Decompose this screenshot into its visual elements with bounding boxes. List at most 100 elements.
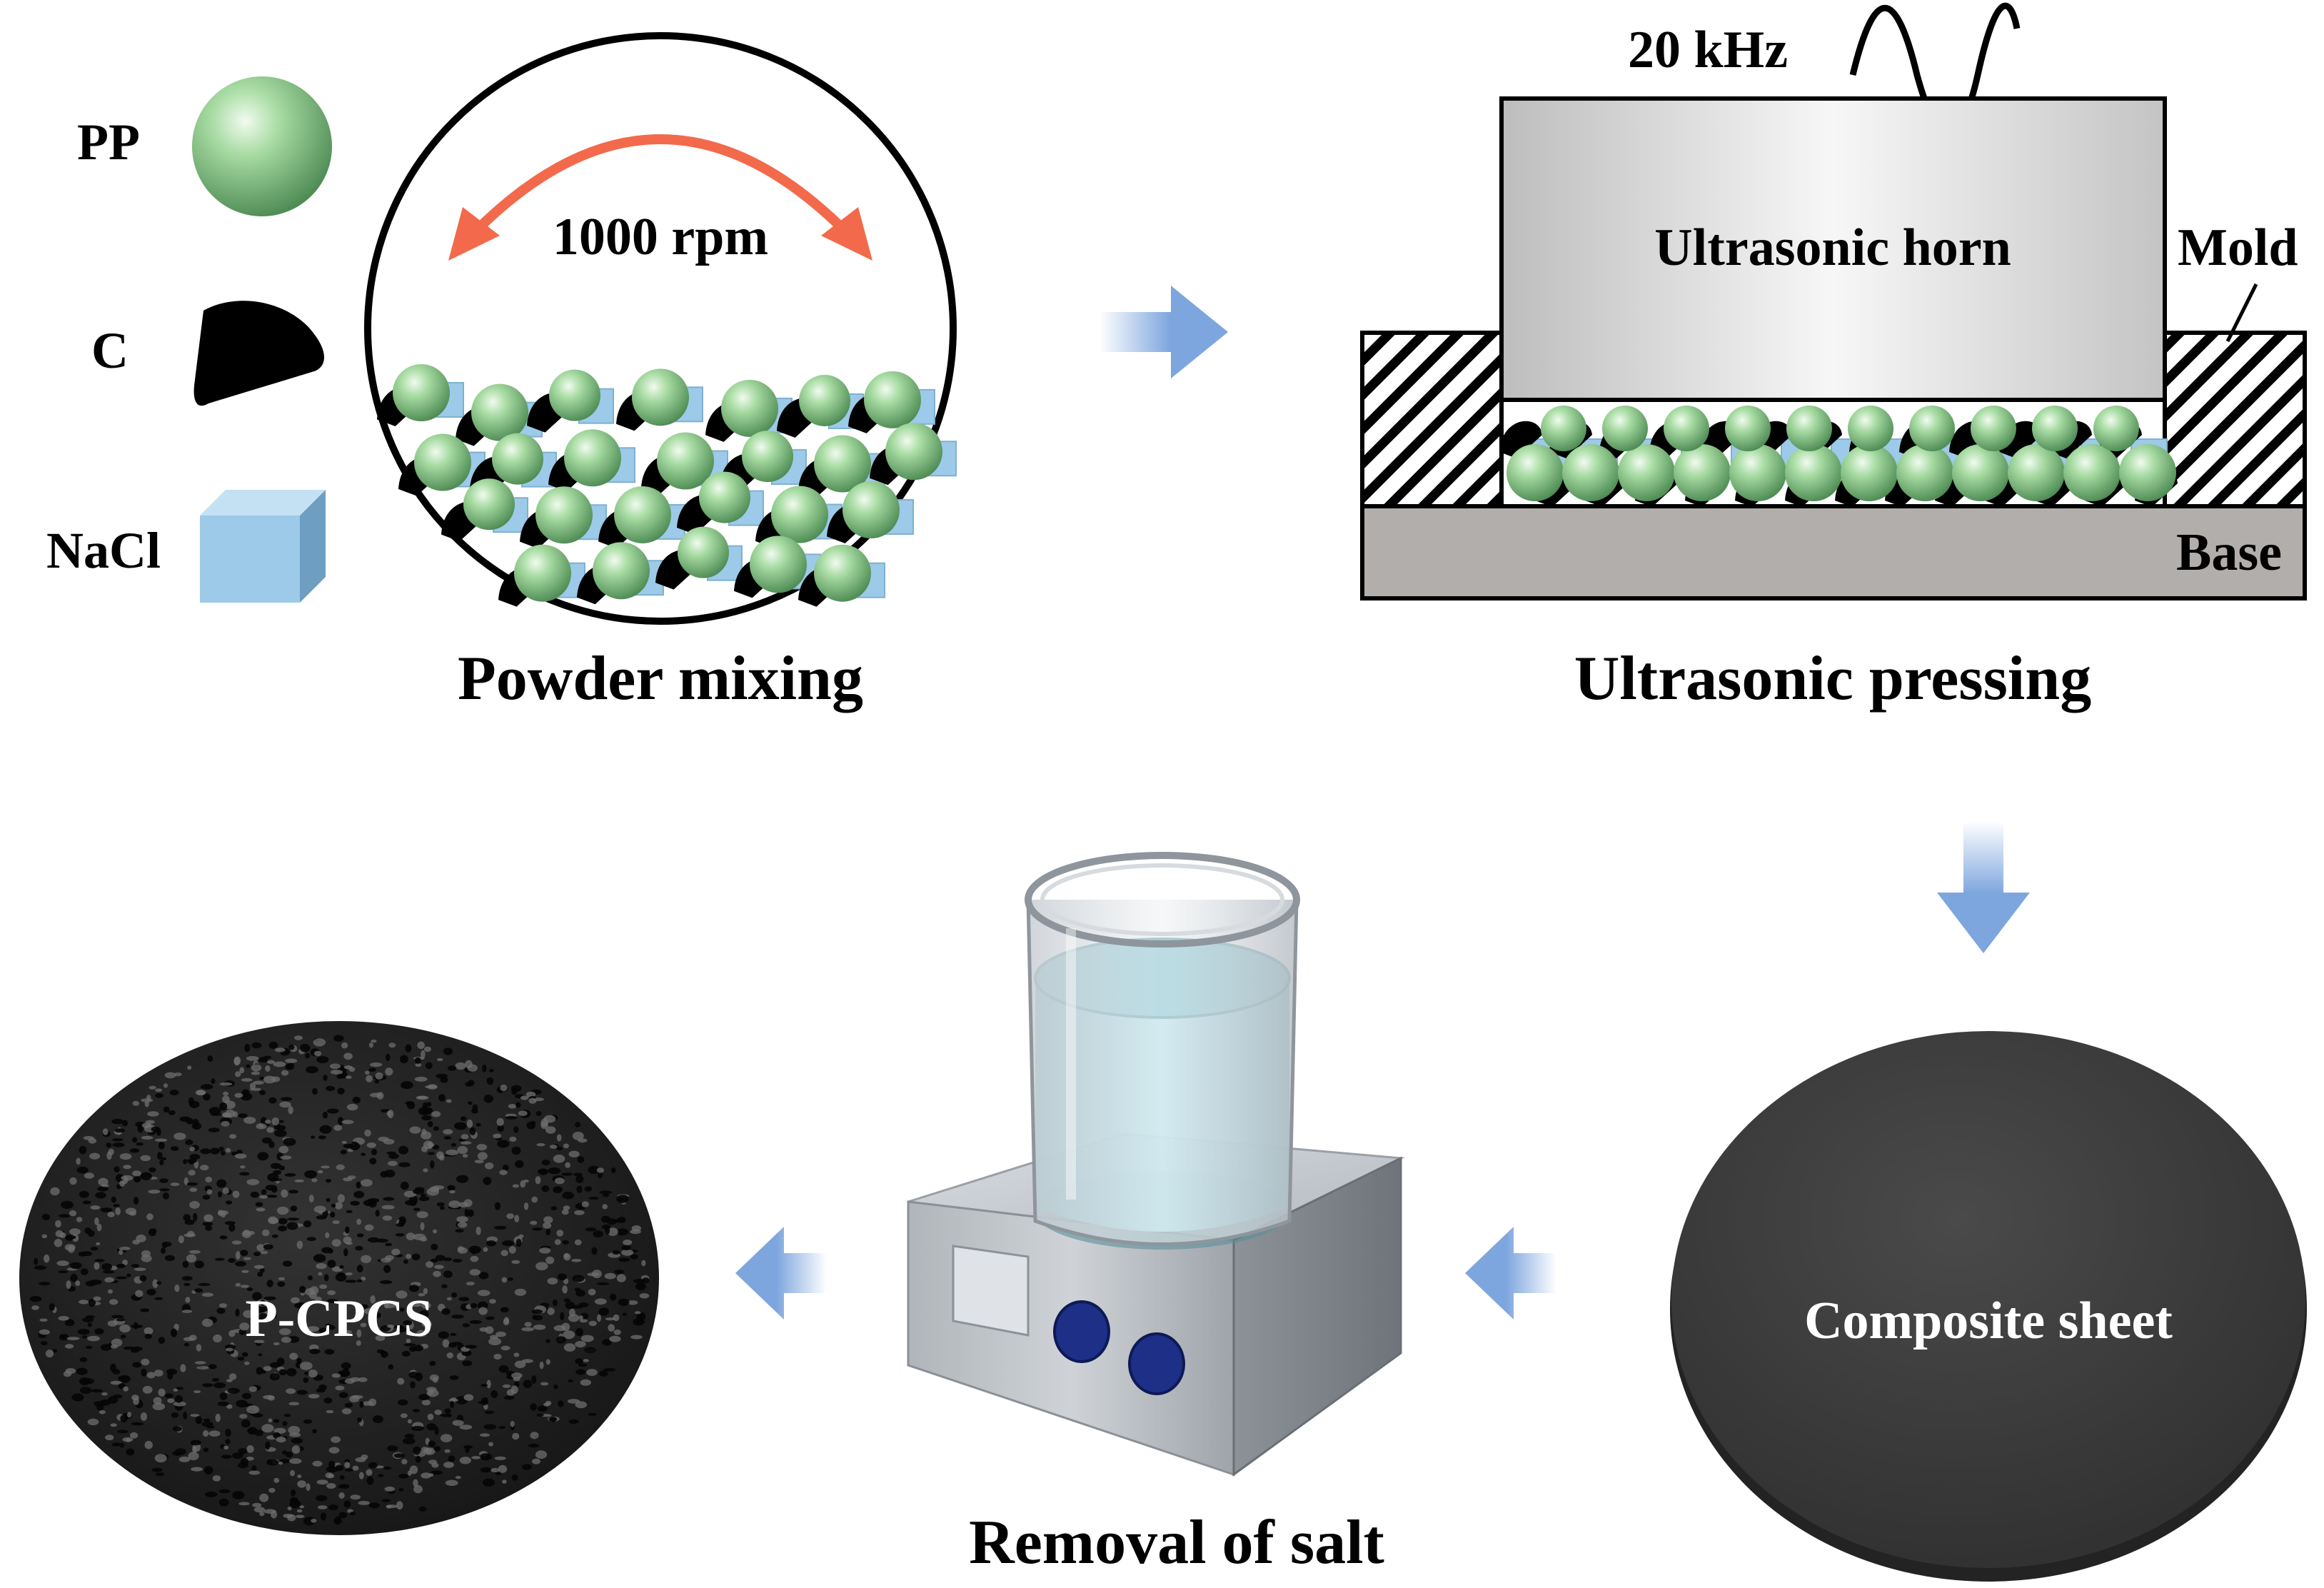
pore <box>306 1237 316 1242</box>
ultrasonic-horn <box>1499 96 2167 402</box>
pore <box>457 1222 468 1228</box>
pore <box>291 1489 296 1497</box>
pore <box>266 1127 274 1133</box>
pore <box>550 1206 557 1211</box>
pore <box>259 1267 265 1273</box>
pore <box>108 1148 114 1155</box>
pore <box>300 1043 311 1052</box>
pore <box>259 1300 266 1306</box>
pore <box>483 1247 488 1252</box>
pore <box>91 1389 103 1393</box>
pore <box>189 1154 201 1160</box>
pore <box>409 1126 421 1134</box>
pore <box>588 1320 597 1327</box>
pore <box>501 1277 508 1283</box>
pore <box>112 1138 124 1142</box>
pore <box>615 1228 629 1236</box>
pore <box>398 1399 408 1406</box>
pore <box>545 1359 550 1365</box>
pore <box>241 1419 251 1428</box>
pore <box>440 1077 448 1083</box>
pore <box>350 1494 361 1500</box>
pore <box>306 1066 318 1074</box>
pore <box>247 1230 255 1235</box>
pore <box>469 1127 476 1135</box>
pore <box>474 1160 484 1164</box>
pore <box>550 1417 557 1422</box>
pore <box>502 1240 514 1247</box>
pore <box>266 1060 276 1064</box>
pore <box>331 1373 341 1378</box>
pore <box>313 1050 322 1057</box>
pore <box>316 1479 328 1485</box>
pore <box>493 1354 502 1360</box>
pore <box>554 1239 561 1245</box>
pore <box>356 1340 361 1346</box>
pore <box>578 1363 588 1367</box>
pore <box>203 1214 213 1222</box>
pore <box>232 1190 240 1198</box>
pore <box>368 1502 380 1509</box>
pore <box>528 1097 537 1104</box>
pore <box>545 1339 550 1344</box>
pore <box>158 1388 166 1397</box>
pore <box>396 1326 407 1333</box>
pore <box>323 1397 333 1404</box>
ultrasonic-pressing-caption: Ultrasonic pressing <box>1574 644 2092 713</box>
pp-particle <box>1562 444 1619 501</box>
pore <box>183 1159 188 1165</box>
pore <box>479 1433 491 1437</box>
pore <box>273 1477 280 1483</box>
pore <box>225 1109 236 1118</box>
pore <box>115 1128 125 1133</box>
pore <box>139 1275 147 1282</box>
pore <box>317 1170 323 1174</box>
pore <box>144 1440 153 1449</box>
pore <box>361 1152 366 1156</box>
pore <box>575 1340 586 1348</box>
pore <box>66 1337 80 1340</box>
pore <box>256 1123 267 1130</box>
pore <box>466 1282 475 1286</box>
pore <box>341 1484 350 1489</box>
pore <box>82 1317 94 1322</box>
pore <box>418 1394 430 1401</box>
pore <box>602 1204 608 1210</box>
pore <box>393 1302 399 1308</box>
pore <box>536 1143 545 1147</box>
pp-particle <box>1506 444 1564 501</box>
pore <box>498 1426 506 1429</box>
pore <box>76 1217 83 1222</box>
pore <box>261 1137 272 1144</box>
pore <box>278 1369 287 1376</box>
pore <box>223 1091 229 1096</box>
pp-particle <box>564 429 621 487</box>
pore <box>100 1207 113 1212</box>
pore <box>185 1139 193 1145</box>
pore <box>252 1413 263 1418</box>
pore <box>327 1299 338 1304</box>
pore <box>235 1071 241 1077</box>
pore <box>169 1090 179 1096</box>
pore <box>344 1378 355 1385</box>
pore <box>543 1402 550 1407</box>
pore <box>331 1203 336 1208</box>
pore <box>146 1289 156 1296</box>
pore <box>343 1500 351 1508</box>
pore <box>344 1468 353 1472</box>
pore <box>530 1120 536 1126</box>
pore <box>539 1247 551 1254</box>
pore <box>96 1242 101 1246</box>
pore <box>240 1250 248 1256</box>
pore <box>201 1421 213 1427</box>
pore <box>584 1186 593 1192</box>
pore <box>235 1282 241 1287</box>
pore <box>141 1122 152 1128</box>
pore <box>539 1361 544 1370</box>
pore <box>318 1505 328 1509</box>
pore <box>133 1397 140 1405</box>
pore <box>288 1402 300 1406</box>
pore <box>267 1312 277 1319</box>
pore <box>376 1238 388 1243</box>
pore <box>385 1242 393 1247</box>
